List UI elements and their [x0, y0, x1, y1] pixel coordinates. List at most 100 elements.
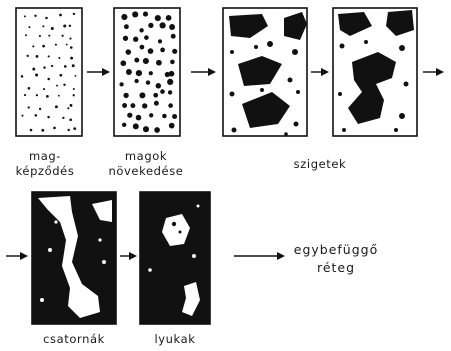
label-continuous-layer-line1: egybefüggő	[294, 242, 379, 257]
nucleus-dot	[153, 93, 158, 98]
nucleus-dot	[28, 87, 31, 90]
arrow-2-to-3	[191, 68, 216, 76]
nucleus-dot	[63, 25, 66, 28]
nucleus-dot	[55, 44, 57, 46]
nucleus-dot	[46, 95, 49, 98]
panel-nuclei-growth	[114, 8, 180, 136]
nucleus-dot	[74, 75, 76, 77]
nucleus-dot	[42, 25, 44, 27]
nucleus-dot	[130, 103, 135, 108]
nucleus-dot	[143, 126, 149, 132]
nucleus-dot	[66, 44, 68, 46]
nucleus-dot	[168, 103, 173, 108]
label-nuclei-growth-line1: magok	[125, 149, 167, 163]
nucleus-dot	[72, 64, 75, 67]
nucleus-dot	[24, 94, 26, 96]
nucleus-dot	[21, 75, 24, 78]
nucleus-dot	[143, 12, 148, 17]
nucleus-dot	[27, 55, 29, 57]
nucleus-dot	[169, 123, 175, 129]
nucleus-dot	[39, 35, 41, 37]
nucleus-dot	[73, 94, 75, 96]
nucleus-dot	[120, 60, 126, 66]
arrow-in-row2	[6, 252, 28, 260]
panel-coalescence	[333, 8, 417, 136]
nucleus-dot	[160, 89, 165, 94]
nucleus-dot	[155, 15, 161, 21]
nucleus-dot	[148, 23, 153, 28]
nucleus-dot	[133, 37, 138, 42]
nucleus-dot	[39, 108, 41, 110]
nucleus-dot	[32, 45, 34, 47]
nucleus-dot	[55, 105, 58, 108]
label-nucleation-line1: mag-	[29, 149, 61, 163]
nucleus-dot	[47, 116, 49, 118]
arrow-1-to-2	[87, 68, 110, 76]
nucleus-dot	[35, 74, 38, 77]
nucleus-dot	[51, 27, 54, 30]
nucleus-dot	[127, 113, 132, 118]
nucleus-dot	[58, 95, 60, 97]
nucleus-dot	[42, 45, 45, 48]
nucleus-dot	[132, 11, 138, 17]
nucleus-dot	[171, 34, 176, 39]
nucleus-dot	[28, 106, 30, 108]
nucleus-dot	[167, 79, 173, 85]
nucleus-dot	[139, 28, 143, 32]
panel-holes	[140, 192, 210, 324]
nucleus-dot	[122, 103, 127, 108]
nucleus-dot	[140, 45, 145, 50]
nucleus-dot	[69, 38, 71, 40]
nucleus-dot	[162, 114, 167, 119]
label-channels: csatornák	[43, 332, 105, 346]
nucleus-dot	[69, 25, 71, 27]
nucleus-dot	[154, 101, 159, 106]
nucleus-dot	[124, 24, 129, 29]
nucleus-dot	[133, 123, 139, 129]
nucleus-dot	[64, 65, 67, 68]
nucleus-dot	[70, 46, 73, 49]
nucleus-dot	[134, 58, 139, 63]
nucleus-dot	[119, 82, 123, 86]
nucleus-dot	[134, 79, 138, 83]
nucleus-dot	[58, 57, 60, 59]
nucleus-dot	[144, 35, 149, 40]
nucleus-dot	[62, 117, 64, 119]
nucleus-dot	[149, 71, 153, 75]
nucleus-dot	[56, 85, 58, 87]
nucleus-dot	[126, 49, 132, 55]
nucleus-dot	[156, 83, 161, 88]
nucleus-dot	[41, 129, 44, 132]
nucleus-dot	[70, 104, 73, 107]
nucleus-dot	[47, 78, 50, 81]
arrow-3-to-4	[311, 68, 329, 76]
nucleus-dot	[48, 35, 50, 37]
label-islands: szigetek	[294, 157, 347, 171]
arrow-4-to-next	[423, 68, 444, 76]
nucleus-dot	[36, 55, 39, 58]
label-holes: lyukak	[154, 332, 195, 346]
nucleus-dot	[69, 119, 72, 122]
nucleus-dot	[67, 129, 69, 131]
nucleus-dot	[169, 24, 175, 30]
nucleus-dot	[172, 114, 177, 119]
nucleus-dot	[59, 14, 62, 17]
arrow-6-to-layer	[234, 252, 285, 260]
nucleus-dot	[148, 48, 154, 54]
nucleus-dot	[32, 68, 35, 71]
arrow-5-to-6	[120, 252, 137, 260]
nucleus-dot	[123, 93, 128, 98]
label-nuclei-growth-line2: növekedése	[109, 164, 184, 178]
nucleus-dot	[73, 88, 75, 90]
nucleus-dot	[139, 92, 145, 98]
nucleus-dot	[73, 13, 75, 15]
nucleus-dot	[123, 36, 128, 41]
nucleus-dot	[43, 88, 45, 90]
nucleus-dot	[51, 65, 53, 67]
nucleus-dot	[126, 69, 132, 75]
panel-nucleation	[16, 8, 82, 136]
nucleus-dot	[149, 113, 153, 117]
nucleus-dot	[156, 60, 162, 66]
panel-islands	[223, 8, 307, 136]
nucleus-dot	[169, 71, 175, 77]
